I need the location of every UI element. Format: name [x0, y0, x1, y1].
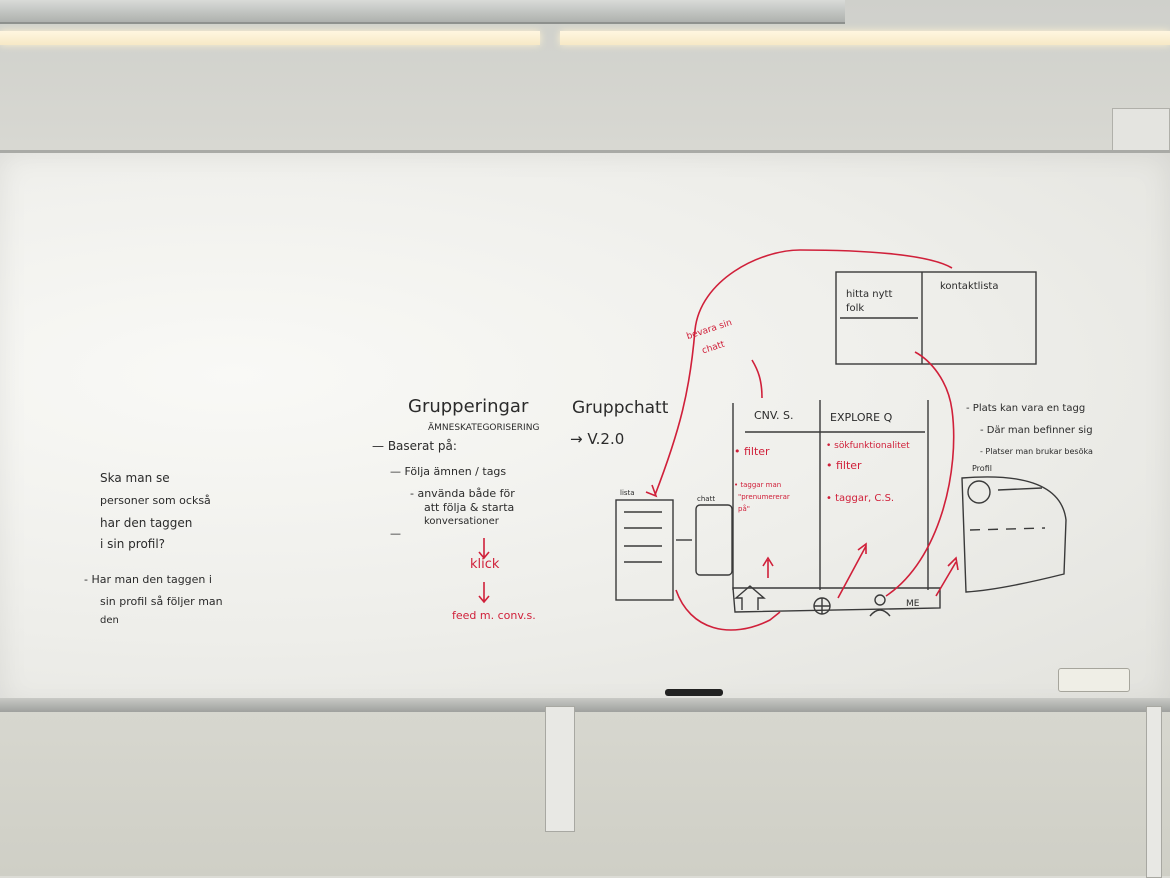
groupchat-version: → V.2.0 [570, 430, 625, 448]
sketch-profile-card [961, 476, 1067, 593]
sketch-chat-label: chatt [697, 495, 716, 503]
board-eraser [1058, 668, 1130, 692]
person-icon [874, 594, 886, 606]
profile-label: Profil [972, 464, 992, 473]
top-box-left-1: hitta nytt [846, 289, 893, 300]
grouping-line-2: — Följa ämnen / tags [390, 465, 507, 478]
grouping-line-6: — [390, 527, 401, 540]
sketch-top-box [835, 271, 1037, 365]
sketch-phone-frame [732, 400, 929, 590]
grouping-title: Grupperingar [408, 396, 529, 417]
left-note-line-1: Ska man se [100, 471, 170, 485]
home-icon [734, 585, 766, 610]
marker-pen [665, 689, 723, 696]
column-left-note-1: • filter [734, 445, 770, 458]
marker-tray [0, 698, 1170, 712]
left-note-answer-1: - Har man den taggen i [84, 573, 212, 586]
groupchat-title: Gruppchatt [572, 398, 669, 418]
grouping-result: feed m. conv.s. [452, 609, 536, 622]
top-box-right: kontaktlista [940, 281, 999, 292]
ceiling-light-right [560, 31, 1170, 45]
column-left-note-2: • taggar man [734, 481, 782, 489]
sketch-list-label: lista [620, 489, 635, 497]
arrow-loop-top [654, 249, 953, 496]
left-note-answer-3: den [100, 615, 119, 626]
whiteboard [0, 150, 1170, 708]
column-right-head: EXPLORE Q [830, 411, 893, 424]
grouping-click: klick [470, 557, 500, 572]
arrow-to-contacts [885, 351, 955, 597]
grouping-line-1: — Baserat på: [372, 439, 457, 453]
grouping-line-4: att följa & starta [424, 501, 515, 514]
grouping-subtitle: ÄMNESKATEGORISERING [428, 423, 540, 433]
sketch-list-box [615, 499, 674, 601]
column-left-head: CNV. S. [754, 409, 794, 422]
left-note-answer-2: sin profil så följer man [100, 595, 223, 608]
board-stand-left [545, 706, 575, 832]
nav-me-label: ME [906, 599, 920, 609]
left-note-line-2: personer som också [100, 494, 211, 507]
left-note-line-4: i sin profil? [100, 537, 166, 551]
sketch-chat-box [695, 504, 733, 576]
grouping-line-3: - använda både för [410, 487, 515, 500]
column-right-note-3: • taggar, C.S. [826, 493, 895, 504]
sketch-nav-bar [732, 587, 941, 613]
right-note-3: - Platser man brukar besöka [980, 447, 1093, 456]
column-left-note-3: "prenumererar [738, 493, 790, 501]
left-note-line-3: har den taggen [100, 516, 193, 530]
column-left-note-4: på" [738, 505, 750, 513]
projector-screen-case [0, 0, 845, 24]
top-box-left-2: folk [846, 303, 865, 314]
grouping-line-5: konversationer [424, 516, 499, 527]
wall-top [0, 0, 1170, 150]
smiley-icon [967, 480, 991, 504]
right-note-2: - Där man befinner sig [980, 425, 1093, 436]
ceiling-light-left [0, 31, 540, 45]
column-right-note-1: • sökfunktionalitet [826, 441, 910, 451]
column-right-note-2: • filter [826, 459, 862, 472]
right-note-1: - Plats kan vara en tagg [966, 403, 1086, 414]
wall-bottom [0, 712, 1170, 876]
